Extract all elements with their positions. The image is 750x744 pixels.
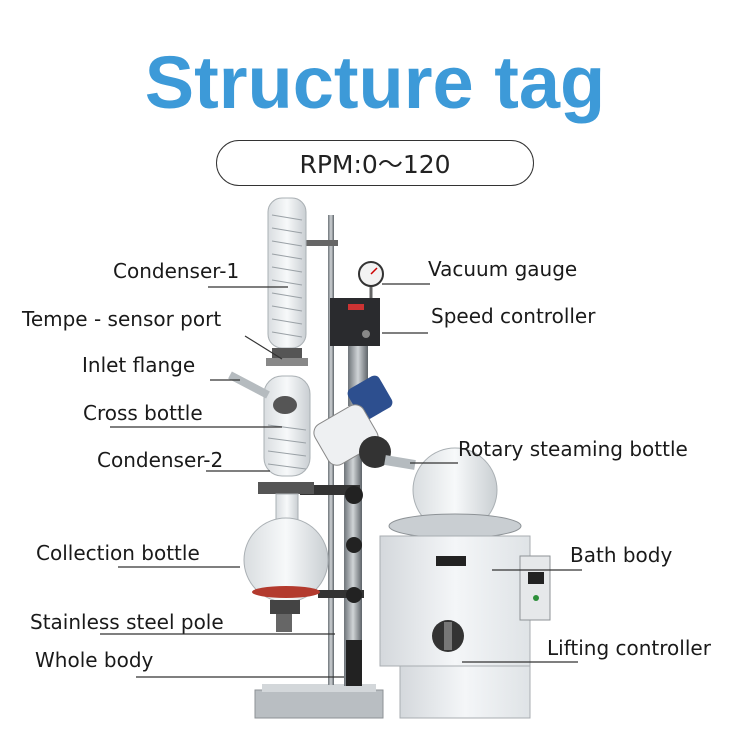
label-cross-bottle: Cross bottle — [83, 401, 203, 425]
inlet-flange — [228, 371, 270, 399]
condenser-1 — [267, 197, 307, 349]
clamp-low — [318, 590, 364, 598]
label-bath-body: Bath body — [570, 543, 673, 567]
condenser-2 — [263, 375, 311, 477]
label-condenser-2: Condenser-2 — [97, 448, 224, 472]
bath-panel — [519, 555, 551, 621]
label-rotary-steaming-bottle: Rotary steaming bottle — [458, 437, 688, 461]
label-tempe-sensor-port: Tempe - sensor port — [22, 307, 222, 331]
base-plate — [254, 689, 384, 719]
cross-bottle-valve — [273, 396, 297, 414]
black-sleeve — [346, 640, 362, 686]
label-condenser-1: Condenser-1 — [113, 259, 240, 283]
rpm-text: RPM:0～120 — [299, 150, 451, 179]
label-speed-controller: Speed controller — [431, 304, 596, 328]
label-vacuum-gauge: Vacuum gauge — [428, 257, 578, 281]
clamp-mid — [300, 485, 360, 495]
label-stainless-steel-pole: Stainless steel pole — [30, 610, 224, 634]
label-lifting-controller: Lifting controller — [547, 636, 711, 660]
label-inlet-flange: Inlet flange — [82, 353, 196, 377]
bath-rim — [388, 513, 522, 539]
label-collection-bottle: Collection bottle — [36, 541, 200, 565]
page-title: Structure tag — [144, 41, 606, 124]
label-whole-body: Whole body — [35, 648, 154, 672]
rpm-badge: RPM:0～120 — [216, 140, 534, 186]
base-plate-top — [262, 684, 376, 692]
